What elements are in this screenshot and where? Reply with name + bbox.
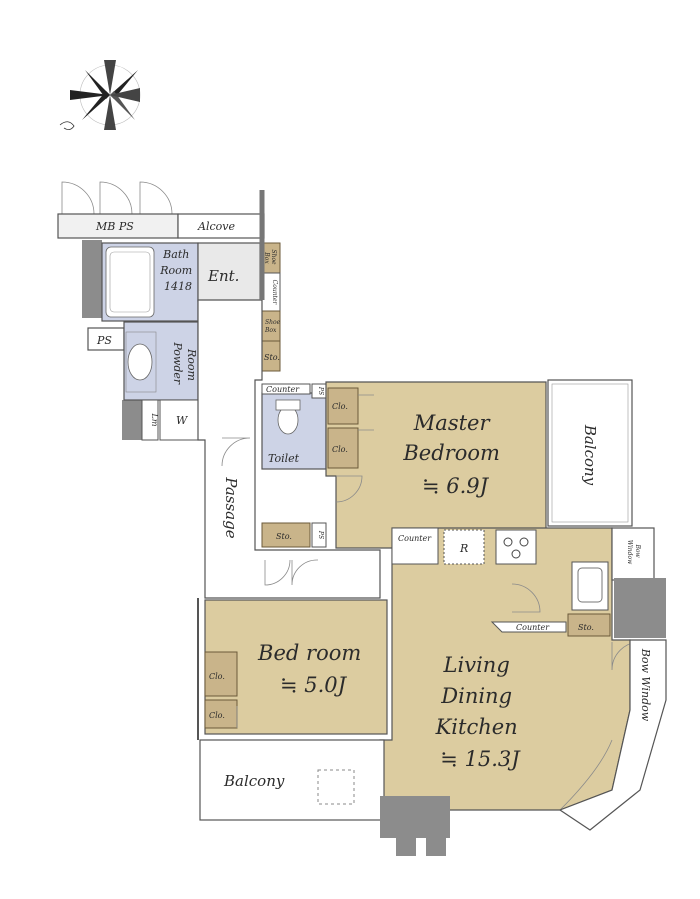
sto-passage-label: Sto. xyxy=(276,532,292,541)
bow-window-right-label: Bow Window xyxy=(639,648,652,722)
powder-room-label: Powder Room xyxy=(171,341,198,387)
master-bedroom-label: Master Bedroom ≒ 6.9J xyxy=(402,411,506,498)
entrance-label: Ent. xyxy=(207,267,239,285)
clo-master-label-1: Clo. xyxy=(332,402,348,411)
shoe-box-label-1: Shoe Box xyxy=(263,249,277,266)
alcove-label: Alcove xyxy=(197,220,235,233)
bedroom-label: Bed room ≒ 5.0J xyxy=(257,641,368,697)
w-label: W xyxy=(176,414,189,427)
clo-master-label-2: Clo. xyxy=(332,445,348,454)
balcony-right-label: Balcony xyxy=(581,424,599,486)
ps-toilet-label: PS xyxy=(317,386,324,395)
compass-rose-icon xyxy=(59,60,141,130)
r-label: R xyxy=(459,542,468,555)
exterior-doors xyxy=(61,181,173,215)
mb-ps-label: MB PS xyxy=(95,220,134,233)
clo-bed-label-1: Clo. xyxy=(209,672,225,681)
bath-room-label: Bath Room 1418 xyxy=(159,248,195,293)
clo-bed-label-2: Clo. xyxy=(209,711,225,720)
bow-window-small xyxy=(611,527,655,581)
ps-passage-label: PS xyxy=(317,530,324,539)
washer-area xyxy=(159,399,199,441)
laundry-area xyxy=(141,399,159,441)
lm-label: Lm xyxy=(150,413,159,427)
ps-bath-label: PS xyxy=(96,334,112,347)
toilet-label: Toilet xyxy=(268,452,300,465)
sto-ent-label: Sto. xyxy=(264,353,280,362)
balcony-bottom xyxy=(199,739,385,821)
alcove-area xyxy=(177,213,265,239)
passage-area xyxy=(197,299,381,599)
counter-kitchen-label: Counter xyxy=(398,534,432,543)
balcony-bottom-label: Balcony xyxy=(223,772,285,790)
master-bedroom xyxy=(325,381,547,549)
balcony-right xyxy=(547,379,633,527)
bow-window-right xyxy=(558,639,667,831)
mb-ps-area xyxy=(57,213,179,239)
entrance-area xyxy=(197,242,261,302)
bow-window-small-label: Bow Window xyxy=(626,540,641,565)
sto-ldk-label: Sto. xyxy=(578,623,594,632)
shoe-box-label-2: Shoe Box xyxy=(264,319,282,334)
ldk-label: Living Dining Kitchen ≒ 15.3J xyxy=(435,653,525,771)
counter-toilet-label: Counter xyxy=(266,385,300,394)
counter-ldk-label: Counter xyxy=(516,623,550,632)
passage-label: Passage xyxy=(222,476,240,538)
counter-ent-label: Counter xyxy=(271,280,278,306)
